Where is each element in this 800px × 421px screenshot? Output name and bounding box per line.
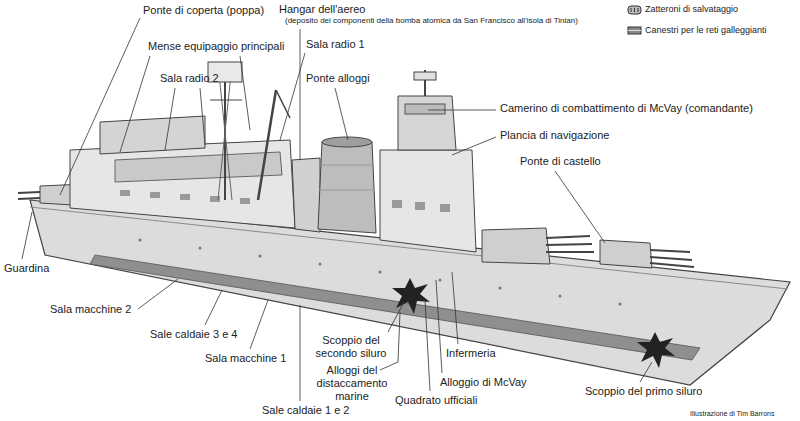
part-label: Plancia di navigazione	[500, 129, 609, 142]
part-label: Sala radio 2	[160, 72, 219, 85]
part-label: Ponte alloggi	[306, 72, 370, 85]
part-label: Infermeria	[446, 347, 496, 360]
part-label: Mense equipaggio principali	[148, 40, 284, 53]
part-label: Scoppio del primo siluro	[585, 385, 702, 398]
part-label: Sale caldaie 1 e 2	[262, 404, 349, 417]
legend-text: Zatteroni di salvataggio	[645, 4, 738, 15]
legend-text: Canestri per le reti galleggianti	[645, 25, 767, 36]
part-label: Alloggi del distaccamento marine	[312, 364, 392, 403]
part-label: Sale caldaie 3 e 4	[150, 328, 237, 341]
part-label: Camerino di combattimento di McVay (coma…	[500, 102, 753, 115]
part-label: Sala macchine 2	[50, 303, 131, 316]
part-label: Scoppio del secondo siluro	[311, 334, 391, 360]
part-label: Illustrazione di Tim Barrons	[690, 410, 774, 418]
part-label: Ponte di castello	[520, 155, 601, 168]
part-label: Sala macchine 1	[205, 352, 286, 365]
legend-icons	[628, 6, 641, 34]
part-label: Alloggio di McVay	[440, 376, 527, 389]
part-label: Quadrato ufficiali	[395, 394, 477, 407]
part-label: Sala radio 1	[306, 38, 365, 51]
part-label: Hangar dell'aereo	[279, 3, 366, 16]
part-label: Ponte di coperta (poppa)	[143, 4, 264, 17]
part-label: Guardina	[4, 262, 49, 275]
part-label: (deposito dei componenti della bomba ato…	[285, 16, 578, 25]
